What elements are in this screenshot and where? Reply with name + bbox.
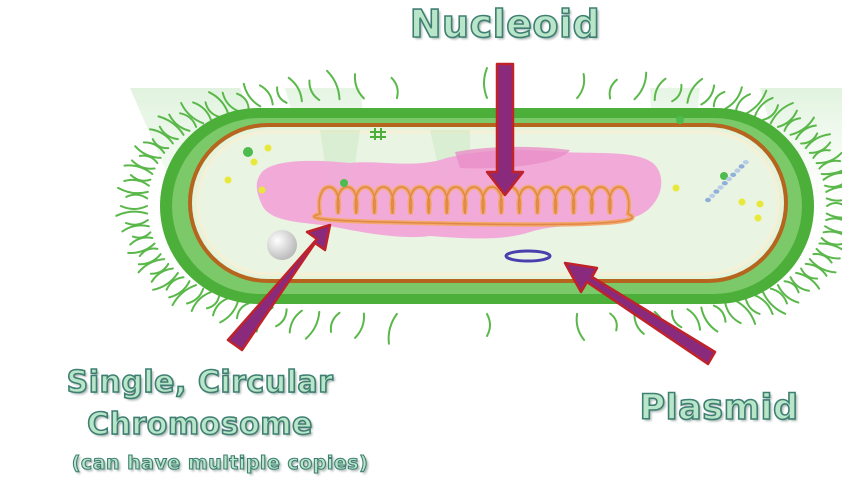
- flagellum: [121, 206, 147, 209]
- flagellum: [139, 254, 161, 264]
- flagellum: [827, 203, 842, 206]
- flagellum: [118, 188, 148, 193]
- flagellum: [290, 311, 302, 333]
- flagellum: [132, 160, 155, 168]
- flagellum: [701, 308, 717, 332]
- helix-bead: [718, 185, 724, 189]
- chromosome-label: Single, Circular Chromosome: [20, 362, 380, 446]
- flagellum: [392, 78, 398, 98]
- flagellum: [276, 309, 287, 326]
- flagellum: [213, 298, 228, 315]
- flagellum: [260, 85, 273, 104]
- flagellum: [785, 281, 799, 292]
- flagellum: [826, 218, 842, 223]
- flagellum: [487, 314, 490, 336]
- flagellum: [687, 309, 700, 330]
- flagellum: [725, 303, 740, 323]
- flagellum: [577, 74, 584, 98]
- flagellum: [610, 314, 617, 331]
- flagellum: [577, 314, 584, 340]
- flagellum: [736, 301, 755, 324]
- flagellum: [610, 80, 617, 99]
- flagellum: [140, 249, 158, 257]
- flagellum: [277, 87, 287, 102]
- plasmid-label: Plasmid: [600, 388, 838, 428]
- flagellum: [187, 289, 203, 304]
- helix-bead: [705, 198, 711, 202]
- multiple-copies-note: (can have multiple copies): [0, 452, 440, 474]
- helix-bead: [709, 194, 715, 198]
- flagellum: [331, 313, 340, 332]
- nucleoid-label: Nucleoid: [340, 2, 670, 46]
- flagellum: [824, 232, 842, 239]
- flagellum: [125, 165, 153, 174]
- helix-bead: [726, 177, 732, 181]
- flagellum: [827, 214, 842, 218]
- flagellum: [151, 264, 168, 274]
- helix-bead: [743, 160, 749, 164]
- chromosome-label-line2: Chromosome: [20, 404, 380, 446]
- flagellum: [237, 303, 249, 318]
- flagellum: [635, 73, 647, 100]
- flagellum: [714, 92, 725, 107]
- flagellum: [771, 289, 787, 304]
- flagellum: [122, 225, 148, 231]
- flagellum: [116, 212, 147, 216]
- inclusion-granule: [267, 230, 297, 260]
- flagellum: [755, 295, 773, 314]
- helix-bead: [730, 173, 736, 177]
- flagellum: [126, 195, 147, 199]
- flagellum: [484, 68, 487, 98]
- helix-bead: [713, 189, 719, 193]
- flagellum: [389, 314, 397, 344]
- flagellum: [725, 87, 742, 108]
- helix-bead: [739, 164, 745, 168]
- flagellum: [701, 85, 714, 104]
- flagellum: [672, 311, 681, 328]
- flagellum: [126, 220, 148, 225]
- flagellum: [355, 314, 364, 338]
- flagellum: [714, 306, 726, 322]
- helix-bead: [734, 168, 740, 172]
- flagellum: [220, 301, 238, 323]
- helix-bead: [722, 181, 728, 185]
- chromosome-label-line1: Single, Circular: [20, 362, 380, 404]
- flagellum: [813, 254, 831, 263]
- flagellum: [306, 312, 320, 339]
